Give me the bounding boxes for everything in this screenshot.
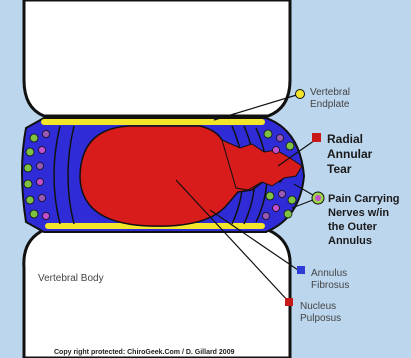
pain-nerves-label-line2: Nerves w/in [328,207,389,219]
pain-nerves-label-line1: Pain Carrying [328,193,400,205]
vertebral-body-label: Vertebral Body [38,273,104,284]
copyright-notice: Copy right protected: ChiroGeek.Com / D.… [54,349,235,356]
radial-tear-label-line3: Tear [327,162,352,176]
vertebral-endplate-label-line2: Endplate [310,99,350,110]
radial-tear-label-line1: Radial [327,132,363,146]
vertebral-endplate-label-line1: Vertebral [310,87,350,98]
radial-tear-marker [312,133,321,142]
annulus-marker [297,266,305,274]
pain-nerves-label-line4: Annulus [328,235,372,247]
nucleus-pulposus-label-line2: Pulposus [300,313,341,324]
pain-nerves-label-line3: the Outer [328,221,378,233]
upper-vertebral-body [24,0,290,116]
annulus-fibrosus-label-line1: Annulus [311,268,347,279]
endplate-marker [296,90,305,99]
nerve-marker-center [315,195,321,201]
nucleus-marker [285,298,293,306]
lower-vertebral-body [24,230,290,358]
radial-tear-label-line2: Annular [327,147,373,161]
annulus-fibrosus-label-line2: Fibrosus [311,280,349,291]
nucleus-pulposus-label-line1: Nucleus [300,301,336,312]
